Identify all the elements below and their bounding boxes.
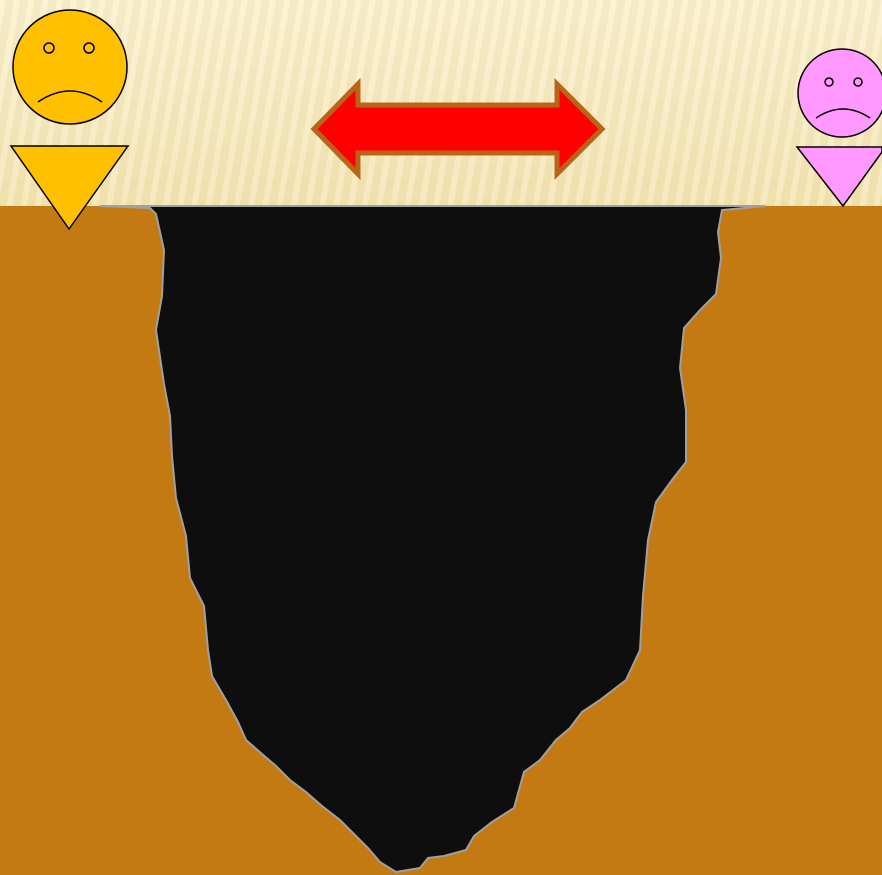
right-person	[795, 48, 882, 208]
frown-mouth-icon	[815, 108, 871, 119]
down-triangle-body-icon	[795, 146, 882, 208]
double-headed-arrow-icon	[310, 77, 606, 181]
chasm-shape	[99, 205, 767, 874]
frowning-face-icon	[12, 9, 128, 125]
right-eye-icon	[853, 77, 863, 87]
down-triangle-body-icon	[9, 145, 130, 231]
left-eye-icon	[43, 42, 55, 54]
left-eye-icon	[824, 77, 834, 87]
left-person	[9, 9, 130, 231]
frown-mouth-icon	[37, 90, 103, 103]
frowning-face-icon	[797, 48, 882, 138]
right-eye-icon	[83, 42, 95, 54]
